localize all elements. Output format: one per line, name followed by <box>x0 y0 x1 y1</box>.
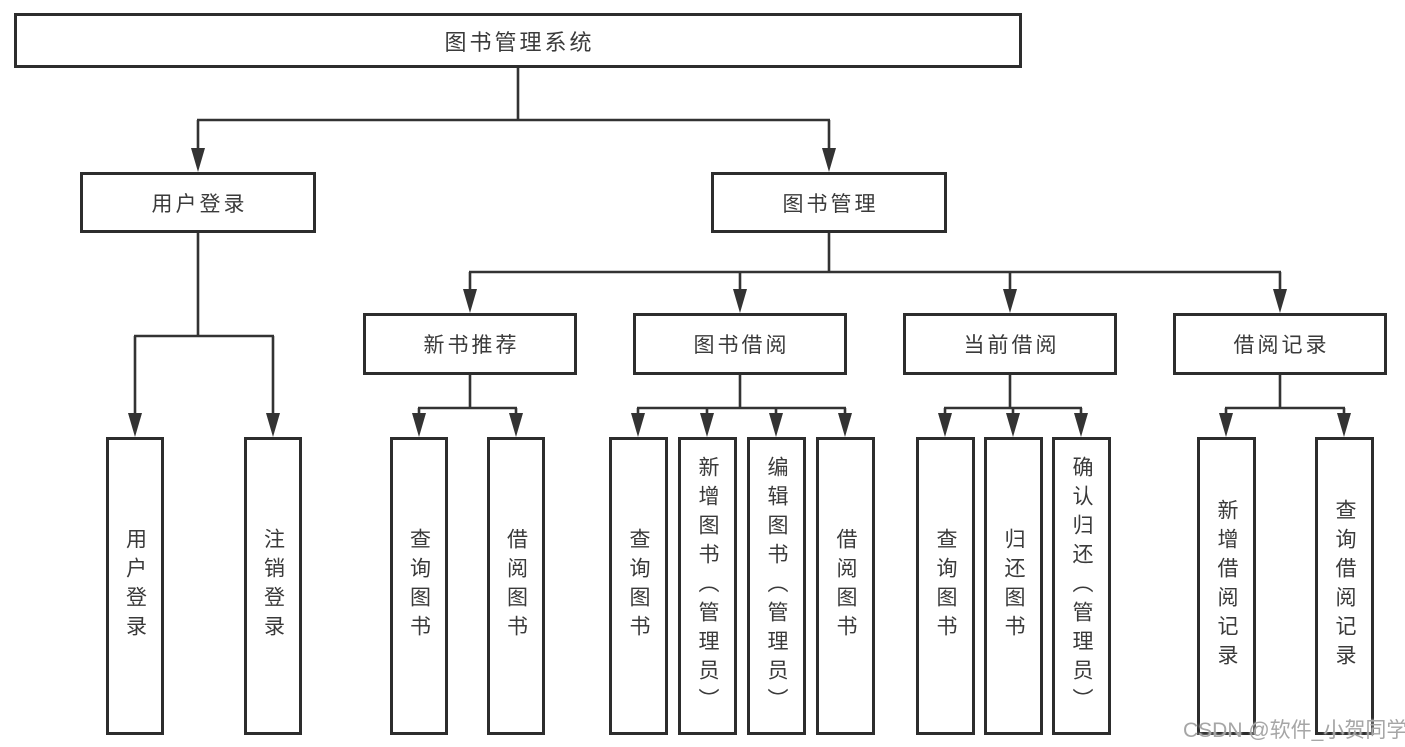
arrowhead <box>1074 413 1088 437</box>
csdn-watermark: CSDN @软件_小贺同学 <box>1183 719 1405 742</box>
leaf-borrow-books-recommend: 借阅图书 <box>487 437 545 735</box>
arrowhead <box>822 148 836 172</box>
leaf-confirm-return-admin: 确认归还（管理员） <box>1052 437 1111 735</box>
arrowhead <box>1006 413 1020 437</box>
arrowhead <box>631 413 645 437</box>
leaf-query-borrow-record: 查询借阅记录 <box>1315 437 1374 735</box>
arrowhead <box>1273 289 1287 313</box>
arrowhead <box>1219 413 1233 437</box>
arrowhead <box>733 289 747 313</box>
leaf-add-book-admin: 新增图书（管理员） <box>678 437 737 735</box>
node-book-management: 图书管理 <box>711 172 947 233</box>
leaf-query-books-borrowing: 查询图书 <box>609 437 668 735</box>
leaf-return-book: 归还图书 <box>984 437 1043 735</box>
arrowhead <box>509 413 523 437</box>
leaf-user-login: 用户登录 <box>106 437 164 735</box>
arrowhead <box>128 413 142 437</box>
arrowhead <box>266 413 280 437</box>
leaf-query-books-current: 查询图书 <box>916 437 975 735</box>
node-borrowing-records: 借阅记录 <box>1173 313 1387 375</box>
arrowhead <box>838 413 852 437</box>
leaf-edit-book-admin: 编辑图书（管理员） <box>747 437 806 735</box>
node-user-login: 用户登录 <box>80 172 316 233</box>
arrowhead <box>700 413 714 437</box>
arrowhead <box>191 148 205 172</box>
arrowhead <box>1003 289 1017 313</box>
node-library-management-system: 图书管理系统 <box>14 13 1022 68</box>
arrowhead <box>938 413 952 437</box>
arrowhead <box>769 413 783 437</box>
leaf-borrow-books-borrowing: 借阅图书 <box>816 437 875 735</box>
leaf-query-books-recommend: 查询图书 <box>390 437 448 735</box>
node-current-borrowing: 当前借阅 <box>903 313 1117 375</box>
arrowhead <box>412 413 426 437</box>
node-book-borrowing: 图书借阅 <box>633 313 847 375</box>
node-new-book-recommend: 新书推荐 <box>363 313 577 375</box>
leaf-add-borrow-record: 新增借阅记录 <box>1197 437 1256 735</box>
arrowhead <box>463 289 477 313</box>
leaf-logout: 注销登录 <box>244 437 302 735</box>
arrowhead <box>1337 413 1351 437</box>
